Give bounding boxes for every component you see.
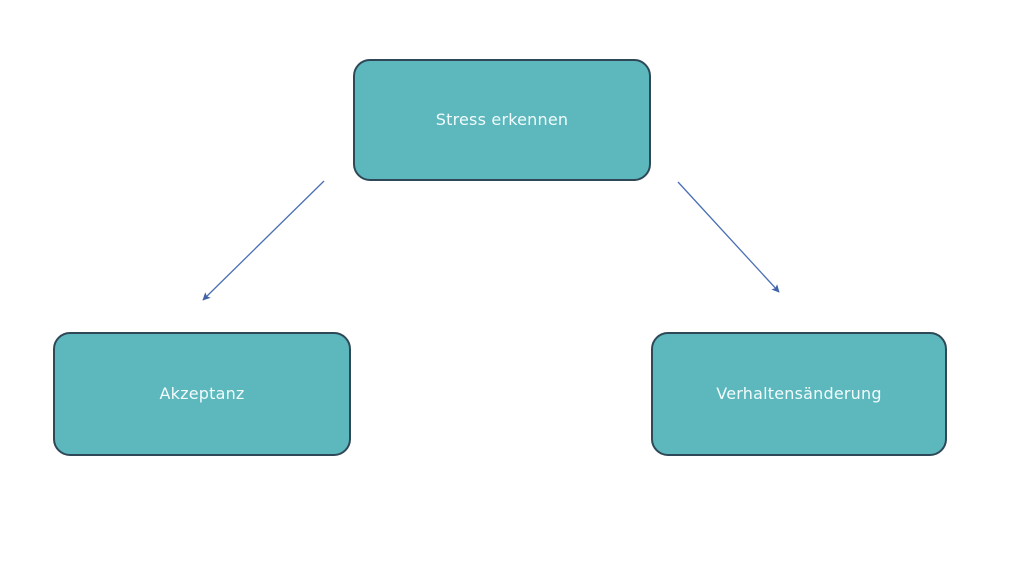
node-verhaltensaenderung[interactable]: Verhaltensänderung: [651, 332, 947, 456]
node-label-akzeptanz: Akzeptanz: [159, 384, 245, 404]
node-stress-erkennen[interactable]: Stress erkennen: [353, 59, 651, 181]
arrow-stress-to-akzeptanz: [202, 180, 325, 301]
node-label-stress-erkennen: Stress erkennen: [435, 110, 569, 130]
node-akzeptanz[interactable]: Akzeptanz: [53, 332, 351, 456]
node-label-verhaltensaenderung: Verhaltensänderung: [716, 384, 882, 404]
arrow-stress-to-verhaltensaenderung: [677, 181, 780, 293]
